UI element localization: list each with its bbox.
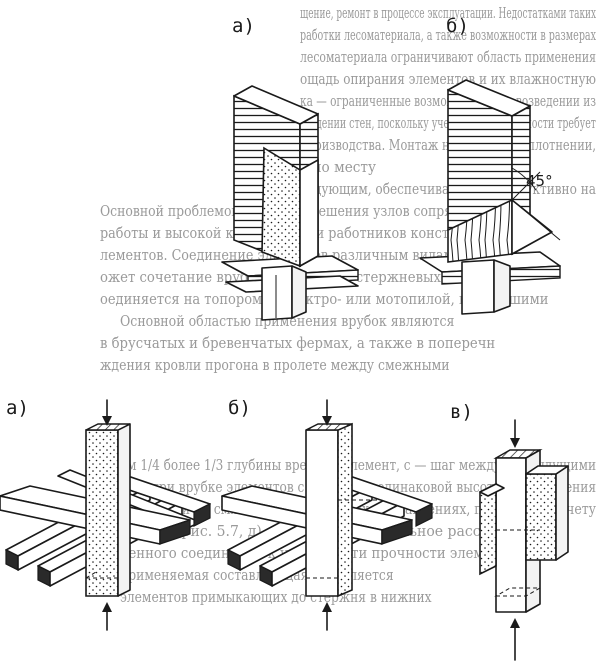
- bottom-diagram-b: [221, 399, 433, 631]
- background-text-line: оединяется на топором, а электро- или мо…: [100, 290, 548, 308]
- bottom-label-v: в): [450, 401, 473, 423]
- top-diagram-b: [419, 79, 561, 315]
- background-text-line: ем 1/4 более 1/3 глубины врезки в элемен…: [120, 456, 596, 474]
- background-text-line: а по месту: [300, 158, 376, 176]
- top-diagram-a: [221, 85, 359, 321]
- background-text-line: щение, ремонт в процессе эксплуатации. Н…: [300, 4, 596, 22]
- top-label-a: а): [232, 15, 255, 37]
- bottom-label-b: б): [228, 397, 251, 419]
- background-text-line: ждения кровли прогона в пролете между см…: [100, 356, 450, 374]
- background-text-line: Основной областью применения врубок явля…: [120, 312, 454, 330]
- bottom-diagram-v: [479, 419, 569, 661]
- background-text-line: элементов примыкающих до стержня в нижни…: [120, 588, 432, 606]
- background-text-line: работки лесоматериала, а также возможнос…: [300, 26, 596, 44]
- background-text-line: лесоматериала ограничивают область приме…: [300, 48, 596, 66]
- background-text-line: в брусчатых и бревенчатых фермах, а такж…: [100, 334, 495, 352]
- top-label-b: б): [446, 15, 469, 37]
- background-page-text: щение, ремонт в процессе эксплуатации. Н…: [100, 4, 596, 606]
- bottom-label-a: а): [6, 397, 29, 419]
- background-text-line: ощадь опирания элементов и их влажностну…: [300, 70, 596, 88]
- bottom-diagram-a: [0, 399, 211, 631]
- angle-label: 45°: [526, 172, 553, 190]
